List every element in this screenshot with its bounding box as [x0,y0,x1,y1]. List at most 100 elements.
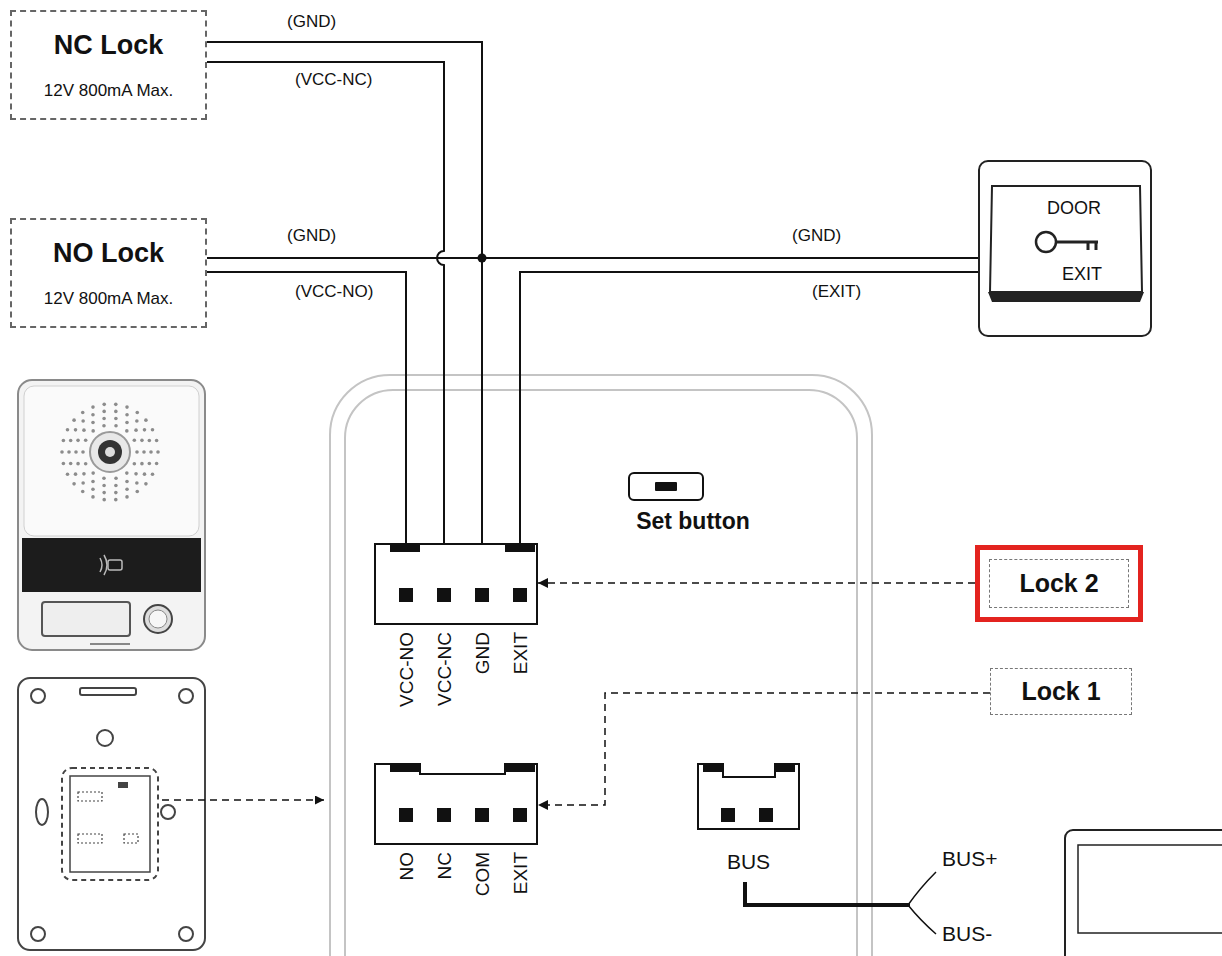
pin-name: GND [473,632,492,674]
grill-dot [91,480,95,484]
door-station-front [90,643,130,645]
node-text: NC Lock [54,30,164,61]
grill-dot [135,450,139,454]
grill-dot [91,495,95,499]
grill-dot [114,424,118,428]
panel-housing [330,375,872,956]
node-shape [697,763,800,830]
door-station-front [24,386,199,536]
grill-dot [156,450,160,454]
door-station-back [31,927,45,941]
node-text: NO Lock [53,238,164,269]
door-station-front [105,447,115,457]
grill-dot [91,487,95,491]
grill-dot [102,424,106,428]
grill-dot [114,484,118,488]
exit-button: DOOREXIT [978,160,1152,337]
node-text: 12V 800mA Max. [44,289,173,309]
door-station-front [98,440,122,464]
door-station-front [90,432,130,472]
grill-dot [155,439,159,443]
grill-dot [91,429,95,433]
grill-dot [91,421,95,425]
door-station-back [78,792,102,801]
node-shape [374,543,538,625]
node-shape [628,472,708,504]
pin-name: VCC-NO [397,632,416,707]
grill-dot [91,405,95,409]
indoor-monitor [1065,830,1222,956]
wire [482,258,978,543]
connector-tab [775,763,795,772]
door-station-back [124,834,138,843]
connector-pin [399,808,413,822]
button-key [655,482,677,491]
door-station-front [22,538,201,592]
door-station-back [161,805,175,819]
connector-pin [475,588,489,602]
grill-dot [143,428,147,432]
grill-dot [74,450,78,454]
door-station-back [78,834,102,843]
grill-dot [74,428,78,432]
grill-dot [125,429,129,433]
connector-pin [437,588,451,602]
grill-dot [62,439,66,443]
bus-connector: BUS [697,763,800,830]
junction-dot [478,254,487,263]
connector-body [375,764,537,844]
connector-tab [505,763,535,772]
grill-dot [114,410,118,414]
grill-dot [135,411,139,415]
node-shape [374,763,538,845]
lock-callout: Lock 1 [990,668,1132,715]
grill-dot [140,462,144,466]
lock-callout: Lock 2 [975,545,1143,622]
grill-dot [102,403,106,407]
grill-dot [102,417,106,421]
key-icon [1056,242,1098,250]
grill-dot [125,405,129,409]
node-text: BUS [697,850,800,874]
button-base [988,292,1144,302]
pin-name: EXIT [511,632,530,674]
button-face [990,186,1142,292]
door-station-back [18,678,205,950]
grill-dot [72,418,76,422]
wire-label: (GND) [285,226,338,246]
grill-dot [125,471,129,475]
key-icon [1036,232,1056,252]
connector-tab [390,763,420,772]
connector-pin [513,588,527,602]
grill-dot [114,498,118,502]
grill-dot [134,472,138,476]
grill-dot [91,471,95,475]
grill-dot [144,418,148,422]
indoor-monitor [1065,830,1222,956]
connector-tab [390,543,420,552]
pin-name: NO [397,852,416,881]
grill-dot [102,410,106,414]
grill-dot [144,482,148,486]
grill-dot [76,462,80,466]
door-station-back [80,688,136,695]
grill-dot [148,462,152,466]
grill-dot [149,450,153,454]
grill-dot [151,473,155,477]
door-station-back [97,730,113,746]
connector-body [698,764,799,829]
door-station-back [70,776,150,872]
grill-dot [81,490,85,494]
connector-pin [513,808,527,822]
connector-pin [399,588,413,602]
connector-tab [505,543,535,552]
door-station-front [18,380,205,650]
pin-name: EXIT [511,852,530,894]
grill-dot [142,450,146,454]
wire-label: (VCC-NC) [293,70,374,90]
grill-dot [135,490,139,494]
door-station-back [31,689,45,703]
lock-box: NO Lock 12V 800mA Max. [10,218,207,328]
